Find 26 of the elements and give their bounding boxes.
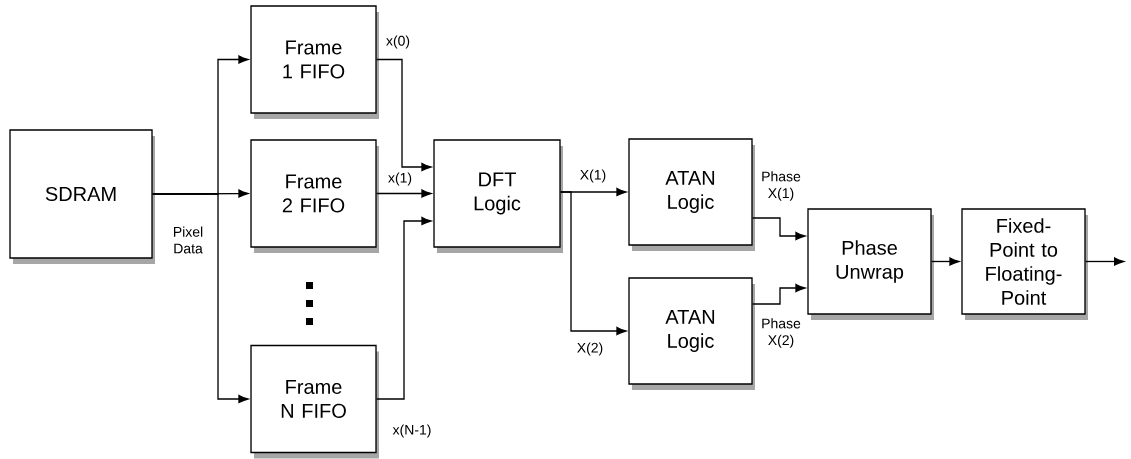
process-box: SDRAM <box>9 129 155 264</box>
process-box: Fixed-Point to Floating-Point <box>961 208 1088 320</box>
arrow <box>931 257 960 266</box>
arrow <box>376 58 432 172</box>
process-box: Frame 2 FIFO <box>250 139 379 253</box>
edge-label: X(1) <box>578 168 608 184</box>
arrow <box>152 193 249 404</box>
process-box: ATAN Logic <box>628 277 755 390</box>
arrow <box>752 283 806 305</box>
arrow <box>1085 257 1124 266</box>
arrow <box>560 191 627 336</box>
process-box: ATAN Logic <box>628 138 755 251</box>
edge-label: Pixel Data <box>166 225 210 255</box>
edge-label: X(2) <box>575 341 605 357</box>
edge-label: x(0) <box>384 34 412 50</box>
arrow <box>376 216 432 400</box>
arrow <box>752 217 806 241</box>
edge-label: x(1) <box>386 171 414 187</box>
arrow <box>376 189 432 198</box>
process-box: Frame 1 FIFO <box>250 5 379 119</box>
edge-label: x(N-1) <box>391 423 433 439</box>
edge-label: Phase X(1) <box>757 169 805 203</box>
process-box: DFT Logic <box>433 139 563 253</box>
process-box: Phase Unwrap <box>807 208 934 320</box>
process-box: Frame N FIFO <box>250 344 379 459</box>
edge-label: Phase X(2) <box>757 316 805 350</box>
